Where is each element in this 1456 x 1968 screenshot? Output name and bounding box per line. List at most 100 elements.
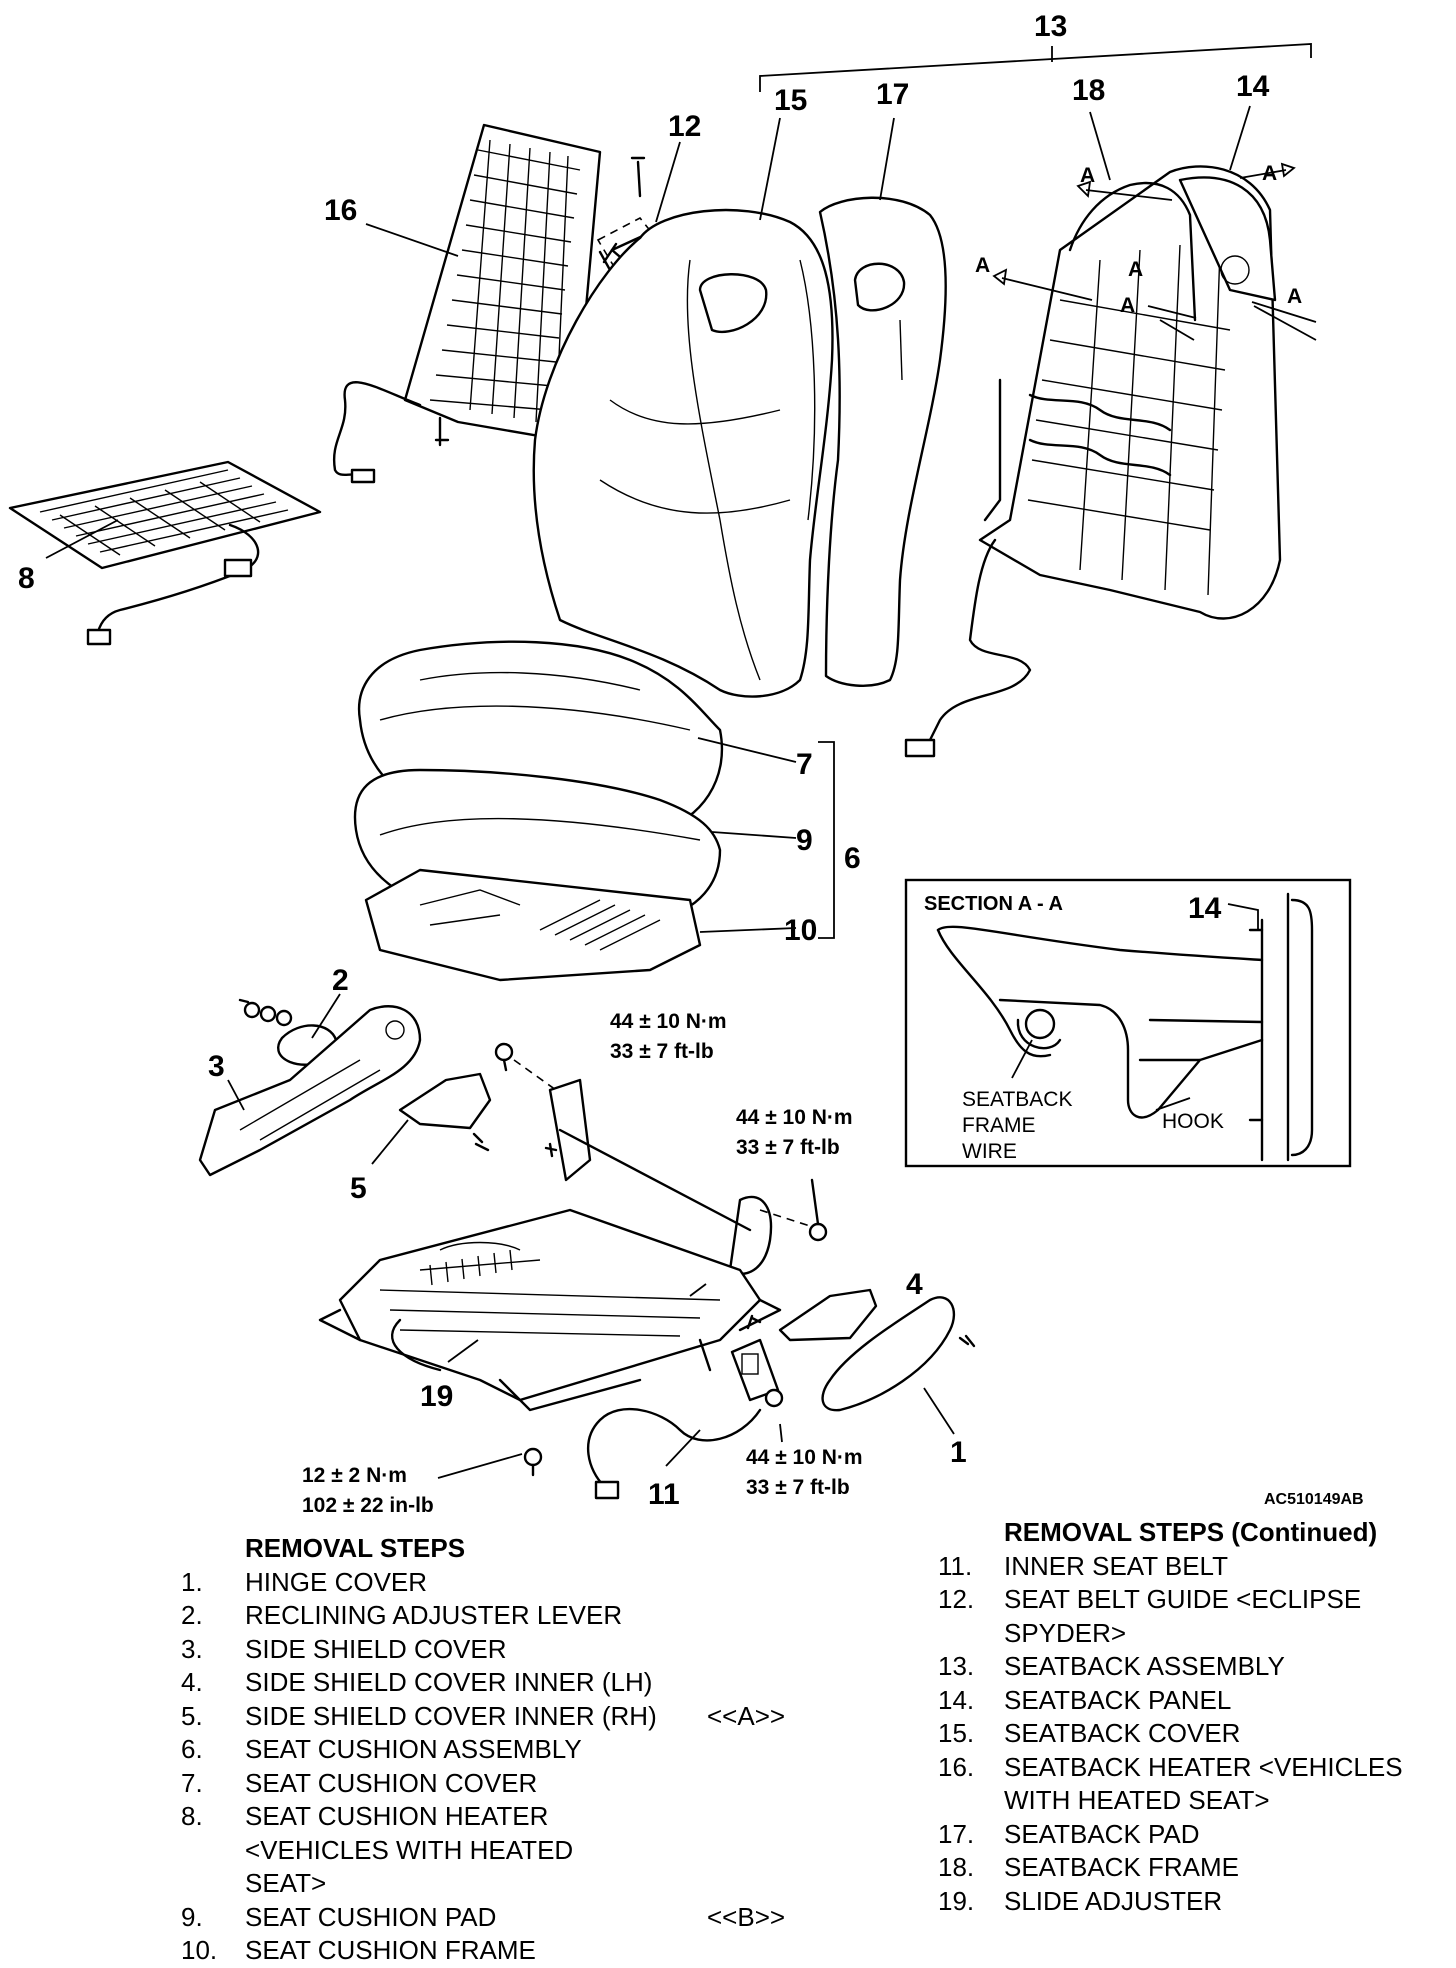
removal-step: 1. HINGE COVER [181,1566,801,1600]
removal-steps-continued-heading: REMOVAL STEPS (Continued) [1004,1517,1378,1547]
step-text: SEATBACK PAD [1004,1818,1200,1849]
torque-ftlb: 33 ± 7 ft-lb [746,1476,850,1499]
inner-seat-belt [586,1338,784,1500]
torque-ftlb: 33 ± 7 ft-lb [736,1136,840,1159]
removal-step: 10. SEAT CUSHION FRAME [181,1934,801,1968]
removal-step: WITH HEATED SEAT> [938,1784,1438,1818]
removal-step: 2.RECLINING ADJUSTER LEVER [181,1599,801,1633]
callout-14: 14 [1236,70,1270,103]
step-number: 6. [181,1734,203,1764]
a-label: A [975,254,990,277]
wire-label: SEATBACK [962,1088,1072,1111]
section-a-a-inset: SECTION A - A 14 SEATBACK FRAME WIRE HOO… [904,878,1352,1168]
removal-step: 18.SEATBACK FRAME [938,1851,1438,1885]
torque-inlb: 102 ± 22 in-lb [302,1494,434,1517]
a-label: A [1287,285,1302,308]
callout-18: 18 [1072,74,1105,107]
removal-steps-right: REMOVAL STEPS (Continued) 11. INNER SEAT … [938,1516,1438,1918]
figure-id: AC510149AB [1264,1491,1364,1508]
seatback-heater [332,123,602,484]
seat-exploded-diagram: A A A A A A [8,10,1364,1517]
seatback-assembly-bracket [759,43,1312,92]
step-number: 2. [181,1600,203,1630]
removal-step: SEAT> [181,1867,801,1901]
section-a-markers: A A A A A A [975,162,1317,341]
step-text: SEAT CUSHION HEATER [245,1801,549,1831]
step-number: 14. [938,1684,975,1715]
callout-1: 1 [950,1436,967,1469]
step-text: SEAT BELT GUIDE <ECLIPSE [1004,1584,1362,1614]
step-text: SPYDER> [1004,1617,1127,1648]
step-text: SEAT CUSHION FRAME [245,1935,536,1965]
step-number: 19. [938,1885,975,1916]
callout-7: 7 [796,748,813,781]
step-number: 10. [181,1935,218,1965]
a-label: A [1120,294,1135,317]
step-number: 9. [181,1901,203,1932]
hook-label: HOOK [1162,1110,1224,1133]
seat-cushion-bracket [818,741,835,939]
callout-2: 2 [332,964,349,997]
a-label: A [1128,258,1143,281]
step-text: INNER SEAT BELT [1004,1550,1228,1581]
removal-step: 3.SIDE SHIELD COVER [181,1633,801,1667]
step-number: 7. [181,1767,203,1798]
step-text: HINGE COVER [245,1566,428,1597]
removal-steps-heading: REMOVAL STEPS [245,1533,466,1563]
callout-14: 14 [1188,892,1222,925]
callout-11: 11 [648,1478,680,1511]
step-number: 13. [938,1651,975,1681]
step-number: 8. [181,1801,203,1831]
torque-nm: 44 ± 10 N·m [610,1010,727,1033]
callout-numbers: 13 15 17 18 14 12 16 8 7 9 6 10 2 3 5 4 … [18,10,1270,1511]
removal-step: 6. SEAT CUSHION ASSEMBLY [181,1733,801,1767]
step-text: SIDE SHIELD COVER INNER (LH) [245,1667,653,1697]
hinge-cover [821,1296,976,1412]
removal-step: SPYDER> [938,1617,1438,1651]
removal-step: 19.SLIDE ADJUSTER [938,1885,1438,1919]
leader-lines [45,105,1251,1479]
callout-9: 9 [796,824,813,857]
callout-4: 4 [906,1268,923,1301]
a-label: A [1262,162,1277,185]
step-number: 1. [181,1566,203,1597]
callout-3: 3 [208,1050,225,1083]
removal-step: <VEHICLES WITH HEATED [181,1834,801,1868]
step-number: 4. [181,1667,203,1697]
removal-step: 7.SEAT CUSHION COVER [181,1767,801,1801]
wire-label: FRAME [962,1114,1036,1137]
step-text: SEAT CUSHION ASSEMBLY [245,1734,582,1764]
torque-ftlb: 33 ± 7 ft-lb [610,1040,714,1063]
removal-step: 12.SEAT BELT GUIDE <ECLIPSE [938,1583,1438,1617]
torque-nm: 12 ± 2 N·m [302,1464,407,1487]
callout-17: 17 [876,78,909,111]
seat-cushion-assembly [353,640,724,982]
step-text: SEAT CUSHION PAD [245,1901,497,1932]
step-number: 5. [181,1700,203,1731]
side-shield-cover-inner-lh [746,1288,878,1342]
torque-nm: 44 ± 10 N·m [736,1106,853,1129]
bolts [494,1042,828,1477]
callout-12: 12 [668,110,701,143]
removal-step: 16.SEATBACK HEATER <VEHICLES [938,1751,1438,1785]
step-text: SEATBACK PANEL [1004,1684,1232,1715]
slide-adjuster [318,1078,782,1412]
seatback-frame [904,165,1282,758]
a-label: A [1080,164,1095,187]
removal-step: 8. SEAT CUSHION HEATER [181,1800,801,1834]
removal-step: 4. SIDE SHIELD COVER INNER (LH) [181,1666,801,1700]
step-text: SIDE SHIELD COVER INNER (RH) [245,1700,657,1731]
step-text: SEATBACK FRAME [1004,1852,1240,1882]
step-number: 11. [938,1550,973,1581]
step-number: 16. [938,1751,975,1782]
callout-19: 19 [420,1380,453,1413]
step-text: SEATBACK ASSEMBLY [1004,1651,1285,1681]
callout-5: 5 [350,1172,367,1205]
step-reference: <<B>> [707,1901,786,1932]
removal-step: 17. SEATBACK PAD [938,1818,1438,1852]
step-number: 17. [938,1818,975,1849]
step-reference: <<A>> [707,1700,786,1731]
torque-nm: 44 ± 10 N·m [746,1446,863,1469]
step-number: 3. [181,1633,203,1664]
callout-16: 16 [324,194,357,227]
